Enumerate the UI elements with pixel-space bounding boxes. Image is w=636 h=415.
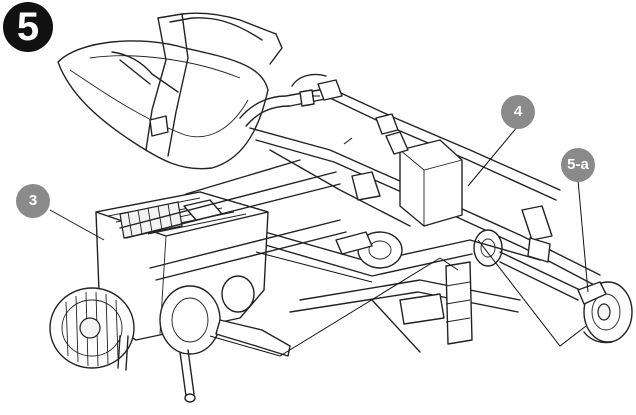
seat-bucket [57, 40, 269, 170]
callout-3: 3 [16, 184, 50, 218]
lower-suspension [335, 231, 473, 353]
engine-cross-bars [119, 159, 347, 281]
step-number-badge: 5 [3, 2, 53, 52]
mid-bracket [385, 131, 553, 263]
upper-linkage [239, 73, 561, 201]
callout-4: 4 [501, 95, 535, 129]
roll-bar-frame [111, 12, 283, 157]
drive-cover [49, 287, 135, 369]
wheel-hub-5a [577, 281, 633, 344]
cross-braces [257, 229, 541, 313]
axle-hub [473, 229, 581, 301]
callout-5a: 5-a [561, 148, 595, 182]
leader-lines [49, 95, 589, 357]
gear-and-arm [117, 275, 291, 403]
